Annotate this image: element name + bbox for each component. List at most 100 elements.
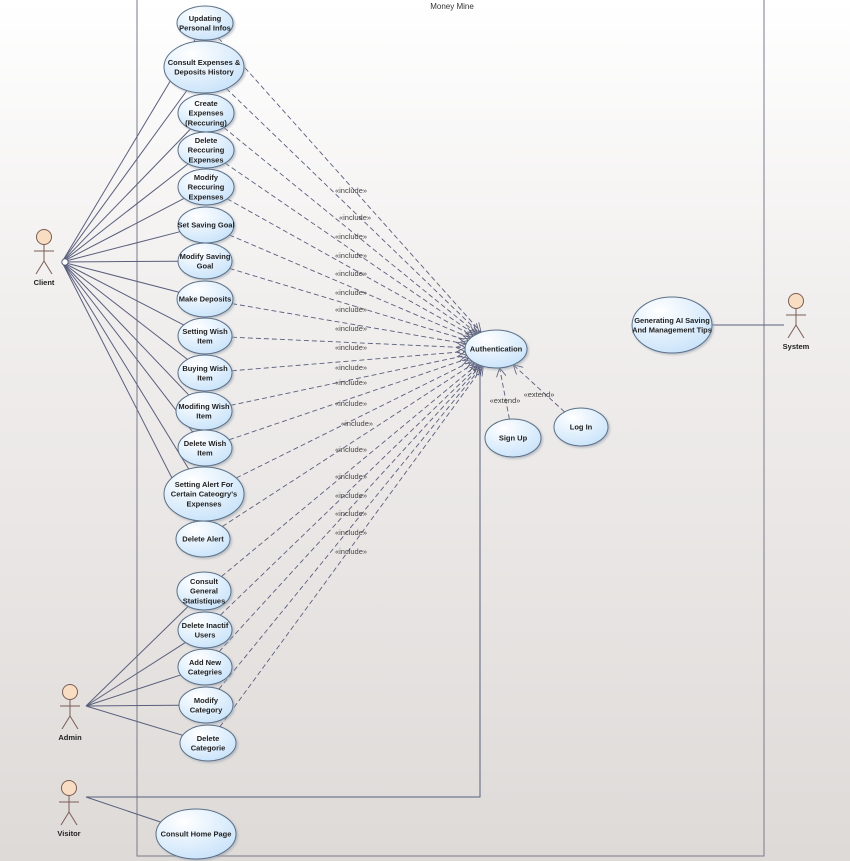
include-relationship bbox=[222, 363, 474, 527]
include-relationship bbox=[231, 336, 465, 347]
use-case-label: Expenses bbox=[186, 499, 221, 508]
use-case-make-deposits[interactable]: Make Deposits bbox=[176, 280, 234, 318]
use-case-ellipse[interactable] bbox=[179, 724, 237, 762]
include-label: «include» bbox=[335, 232, 367, 241]
use-case-ellipse[interactable] bbox=[177, 242, 233, 280]
include-relationship bbox=[223, 127, 477, 334]
use-case-label: Categries bbox=[188, 668, 222, 677]
use-case-label: Generating AI Saving bbox=[634, 316, 710, 325]
use-case-ellipse[interactable] bbox=[177, 611, 233, 649]
use-case-ellipse[interactable] bbox=[175, 520, 231, 558]
use-case-label: Delete Alert bbox=[182, 535, 224, 544]
use-case-label: Reccuring bbox=[188, 146, 225, 155]
include-relationship bbox=[221, 364, 477, 577]
use-case-ellipse[interactable] bbox=[163, 40, 245, 94]
use-case-label: General bbox=[190, 587, 218, 596]
use-case-ellipse[interactable] bbox=[177, 429, 233, 467]
use-case-ellipse[interactable] bbox=[155, 808, 237, 860]
association-line bbox=[61, 231, 181, 263]
actor-leg bbox=[795, 324, 805, 339]
use-case-authentication[interactable]: Authentication bbox=[464, 329, 528, 369]
use-case-label: Statistiques bbox=[183, 596, 226, 605]
include-relationship bbox=[218, 366, 482, 690]
use-case-ellipse[interactable] bbox=[176, 5, 234, 41]
include-relationship bbox=[218, 366, 481, 652]
extend-label: «extend» bbox=[490, 396, 521, 405]
use-case-label: Create bbox=[194, 99, 217, 108]
actor-leg bbox=[61, 715, 71, 730]
use-case-sign-up[interactable]: Sign Up bbox=[484, 418, 542, 458]
association-line bbox=[85, 704, 180, 707]
use-case-delete-alert[interactable]: Delete Alert bbox=[175, 520, 231, 558]
use-case-label: Category bbox=[190, 706, 223, 715]
use-case-consult-home[interactable]: Consult Home Page bbox=[155, 808, 237, 860]
actor-system[interactable]: System bbox=[783, 293, 810, 352]
use-case-label: Deposits History bbox=[174, 68, 234, 77]
use-case-ellipse[interactable] bbox=[176, 571, 232, 611]
use-case-ellipse[interactable] bbox=[177, 131, 235, 169]
system-boundary bbox=[136, 0, 765, 857]
use-case-label: Certain Cateogry's bbox=[171, 490, 237, 499]
actor-label: System bbox=[783, 342, 810, 351]
use-case-label: (Reccuring) bbox=[185, 118, 227, 127]
include-relationship bbox=[236, 361, 472, 479]
include-label: «include» bbox=[335, 288, 367, 297]
use-case-label: Expenses bbox=[188, 192, 223, 201]
include-label: «include» bbox=[335, 186, 367, 195]
include-relationship bbox=[228, 358, 469, 441]
actor-client[interactable]: Client bbox=[34, 229, 55, 288]
actor-leg bbox=[43, 260, 53, 275]
use-case-label: Consult Expenses & bbox=[168, 58, 241, 67]
use-case-ellipse[interactable] bbox=[484, 418, 542, 458]
use-case-ellipse[interactable] bbox=[553, 407, 609, 447]
use-case-label: Set Saving Goal bbox=[177, 221, 234, 230]
association-line bbox=[85, 705, 183, 736]
use-case-ellipse[interactable] bbox=[178, 686, 234, 724]
use-case-log-in[interactable]: Log In bbox=[553, 407, 609, 447]
use-case-ellipse[interactable] bbox=[464, 329, 528, 369]
use-case-label: Expenses bbox=[188, 109, 223, 118]
use-case-ellipse[interactable] bbox=[177, 354, 233, 392]
use-case-consult-history[interactable]: Consult Expenses &Deposits History bbox=[163, 40, 245, 94]
actor-admin[interactable]: Admin bbox=[58, 684, 82, 743]
use-case-ellipse[interactable] bbox=[631, 296, 713, 354]
association-line bbox=[61, 260, 179, 263]
association-line bbox=[61, 261, 180, 293]
use-case-ellipse[interactable] bbox=[177, 317, 233, 355]
use-case-ellipse[interactable] bbox=[177, 648, 233, 686]
use-case-ellipse[interactable] bbox=[177, 168, 235, 206]
use-case-ellipse[interactable] bbox=[176, 280, 234, 318]
use-case-label: Personal Infos bbox=[179, 24, 231, 33]
use-case-set-saving-goal[interactable]: Set Saving Goal bbox=[177, 206, 235, 244]
include-relationship bbox=[218, 37, 481, 332]
actor-visitor[interactable]: Visitor bbox=[57, 780, 81, 839]
include-label: «include» bbox=[335, 472, 367, 481]
use-case-label: Delete Wish bbox=[184, 439, 227, 448]
association-lines bbox=[61, 38, 784, 823]
use-case-label: Sign Up bbox=[499, 434, 528, 443]
actor-leg bbox=[787, 324, 797, 339]
association-hub bbox=[61, 258, 69, 266]
use-case-label: Modifing Wish bbox=[178, 402, 230, 411]
include-label: «include» bbox=[335, 528, 367, 537]
relationship-lines bbox=[218, 37, 565, 727]
